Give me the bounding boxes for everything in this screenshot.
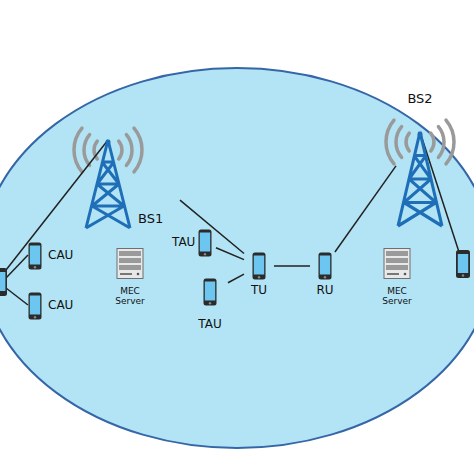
link-line [216,248,244,260]
mec-server: MEC Server [372,248,422,316]
tower-icon [396,132,444,226]
user-device [0,268,7,296]
node-label: CAU [48,249,80,263]
base-station: BS2 [396,132,444,228]
phone-icon [252,252,266,280]
phone-icon [203,278,217,306]
user-device: TU [244,252,274,302]
node-label: BS2 [396,92,444,107]
phone-icon [198,229,212,257]
user-device: TAU [192,278,228,336]
node-label: BS1 [138,212,178,227]
phone-icon [28,242,42,270]
server-icon [382,248,412,280]
signal-arcs [74,120,454,172]
coverage-area [0,68,474,448]
user-device: CAU [28,292,80,320]
link-line [274,266,310,267]
user-device: RU [310,252,340,302]
base-station: BS1 [84,140,180,230]
node-label: MEC Server [372,286,422,307]
user-device: CAU [28,242,80,270]
node-label: TAU [192,318,228,332]
mec-server: MEC Server [105,248,155,316]
node-label: MEC Server [105,286,155,307]
user-device [456,250,470,278]
node-label: RU [310,284,340,298]
node-label: CAU [48,299,80,313]
user-device: TAU [172,229,216,257]
node-label: TAU [172,236,198,250]
tower-icon [84,140,132,228]
phone-icon [28,292,42,320]
phone-icon [318,252,332,280]
server-icon [115,248,145,280]
wireless-link [6,132,459,305]
link-line [335,166,396,252]
node-label: TU [244,284,274,298]
link-line [228,274,244,283]
